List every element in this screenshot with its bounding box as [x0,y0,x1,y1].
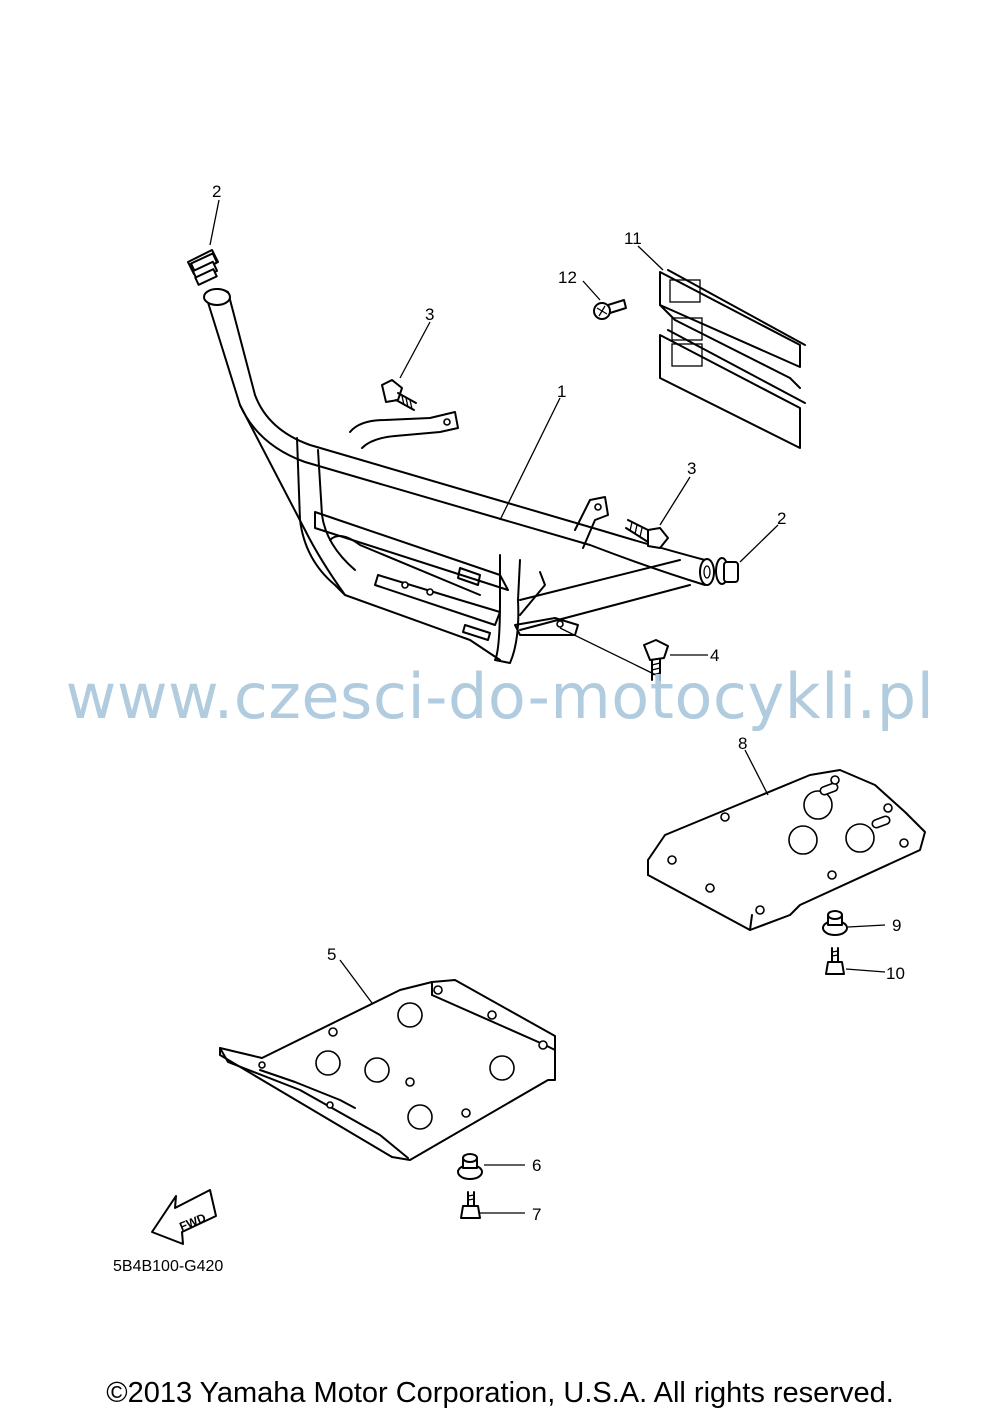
callout-10: 10 [886,964,905,983]
leader-lines [209,199,886,1214]
callout-9: 9 [892,916,901,935]
end-cap-left [187,249,219,286]
flange-bolt-upper [381,379,417,411]
callout-11: 11 [624,229,642,248]
callout-numbers: 2 3 1 3 2 4 11 12 8 9 10 5 6 7 [212,182,905,1224]
diagram-code: 5B4B100-G420 [113,1258,223,1275]
skid-plate-8 [647,769,926,931]
callout-12: 12 [558,268,577,287]
callout-1: 1 [557,382,566,401]
callout-7: 7 [532,1205,541,1224]
callout-2-left: 2 [212,182,221,201]
end-cap-right [715,557,739,585]
bolt-10 [825,947,845,975]
screw-12 [593,299,627,320]
copyright-notice: ©2013 Yamaha Motor Corporation, U.S.A. A… [106,1377,894,1409]
bolt-4 [643,639,669,681]
callout-6: 6 [532,1156,541,1175]
bolt-7 [460,1191,481,1219]
front-bumper-guard [203,288,715,664]
fwd-arrow-icon: FWD [151,1189,217,1245]
callout-4: 4 [710,646,719,665]
reflector-assembly [659,269,806,449]
flange-bolt-lower [625,519,669,549]
damper-6 [457,1153,483,1180]
callout-2-right: 2 [777,509,786,528]
callout-3-lower: 3 [687,459,696,478]
callout-8: 8 [738,734,747,753]
skid-plate-5 [219,979,556,1161]
callout-3-upper: 3 [425,305,434,324]
callout-5: 5 [327,945,336,964]
damper-9 [822,910,848,936]
